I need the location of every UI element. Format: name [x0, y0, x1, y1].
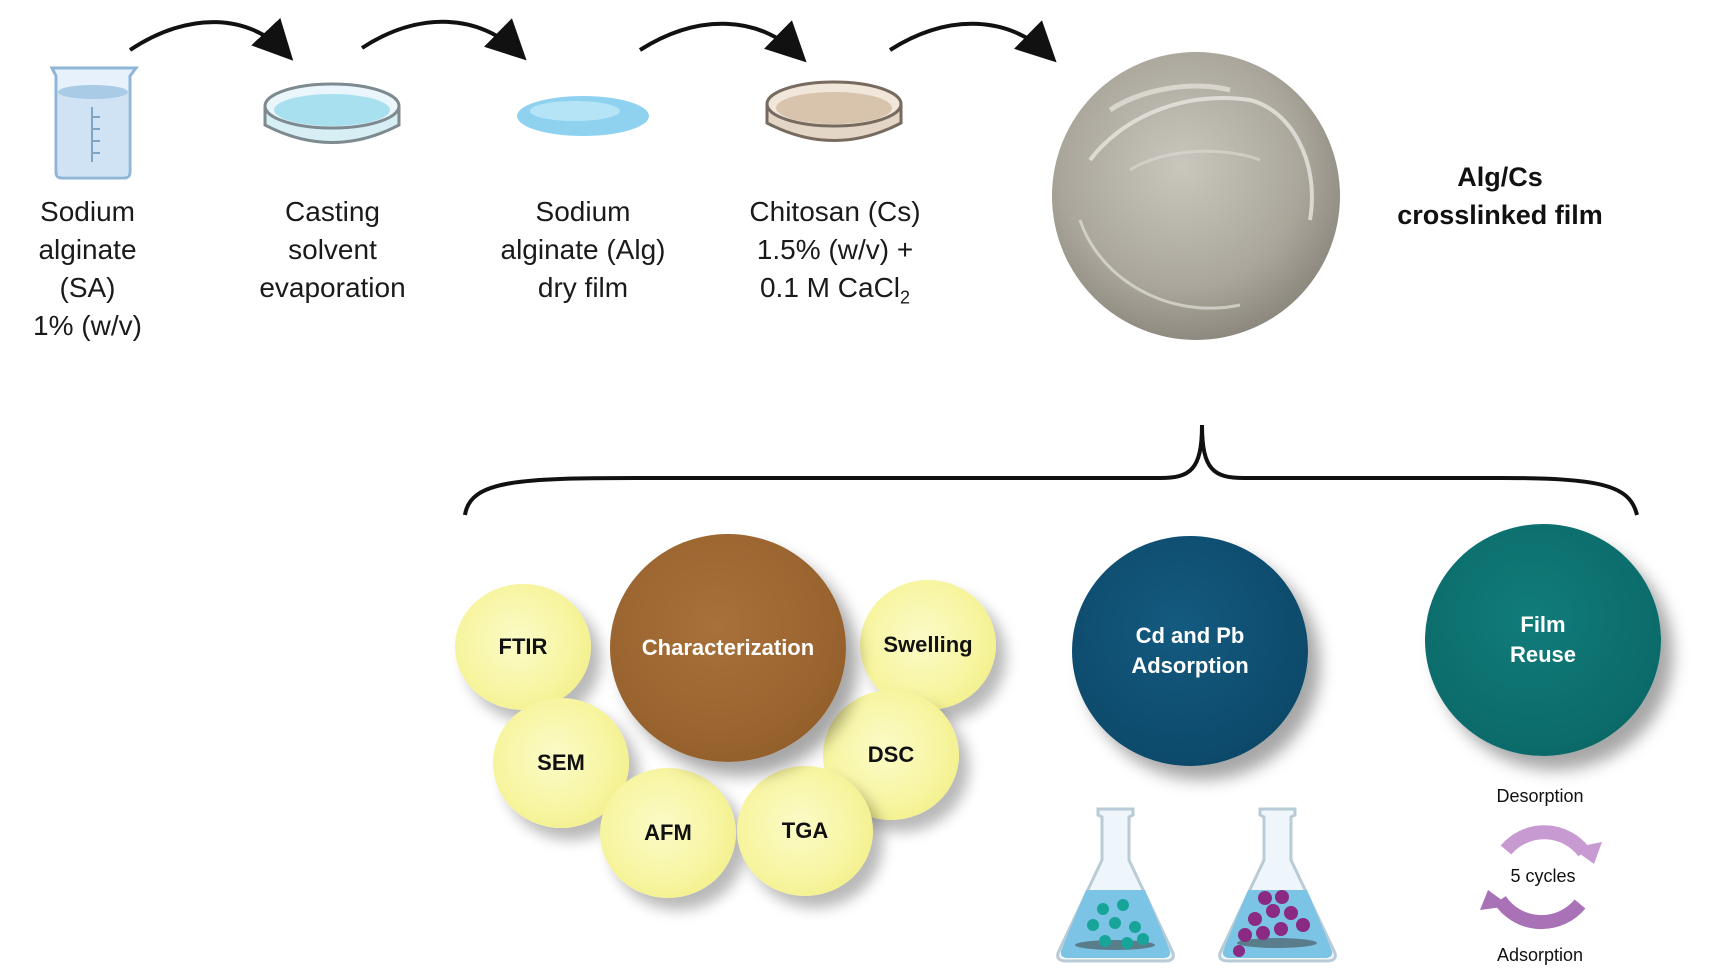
- satellite-tga: TGA: [737, 766, 873, 896]
- adsorption-label: Adsorption: [1496, 945, 1584, 965]
- cycle-arrows-icon: [1480, 825, 1602, 930]
- satellite-swelling: Swelling: [860, 580, 996, 710]
- satellite-afm: AFM: [600, 768, 736, 898]
- petri-dish-chitosan-icon: [765, 80, 903, 142]
- arrow-3: [638, 20, 807, 63]
- flask-cd-icon: [1056, 807, 1175, 963]
- satellite-ftir: FTIR: [455, 584, 591, 710]
- film-title: Alg/Cs crosslinked film: [1397, 162, 1603, 230]
- flask-pb-icon: [1218, 807, 1337, 963]
- desorption-label: Desorption: [1496, 786, 1584, 806]
- step-label-sodium-alginate: Sodium alginate (SA) 1% (w/v): [33, 196, 142, 341]
- adsorption-bubble: Cd and Pb Adsorption: [1072, 536, 1308, 766]
- arrow-1: [128, 17, 294, 61]
- petri-dish-casting-icon: [263, 82, 401, 144]
- arrow-4: [888, 20, 1057, 63]
- crosslinked-film-photo: [1052, 52, 1340, 340]
- step-label-chitosan: Chitosan (Cs) 1.5% (w/v) + 0.1 M CaCl2: [749, 196, 921, 308]
- characterization-bubble: Characterization: [610, 534, 846, 762]
- dry-film-icon: [517, 96, 649, 136]
- cycles-count: 5 cycles: [1510, 866, 1576, 886]
- curly-brace: [463, 424, 1639, 516]
- step-label-casting: Casting solvent evaporation: [259, 196, 406, 303]
- beaker-icon: [49, 66, 139, 180]
- arrow-2: [360, 18, 527, 61]
- step-label-dry-film: Sodium alginate (Alg) dry film: [500, 196, 666, 303]
- reuse-bubble: Film Reuse: [1425, 524, 1661, 756]
